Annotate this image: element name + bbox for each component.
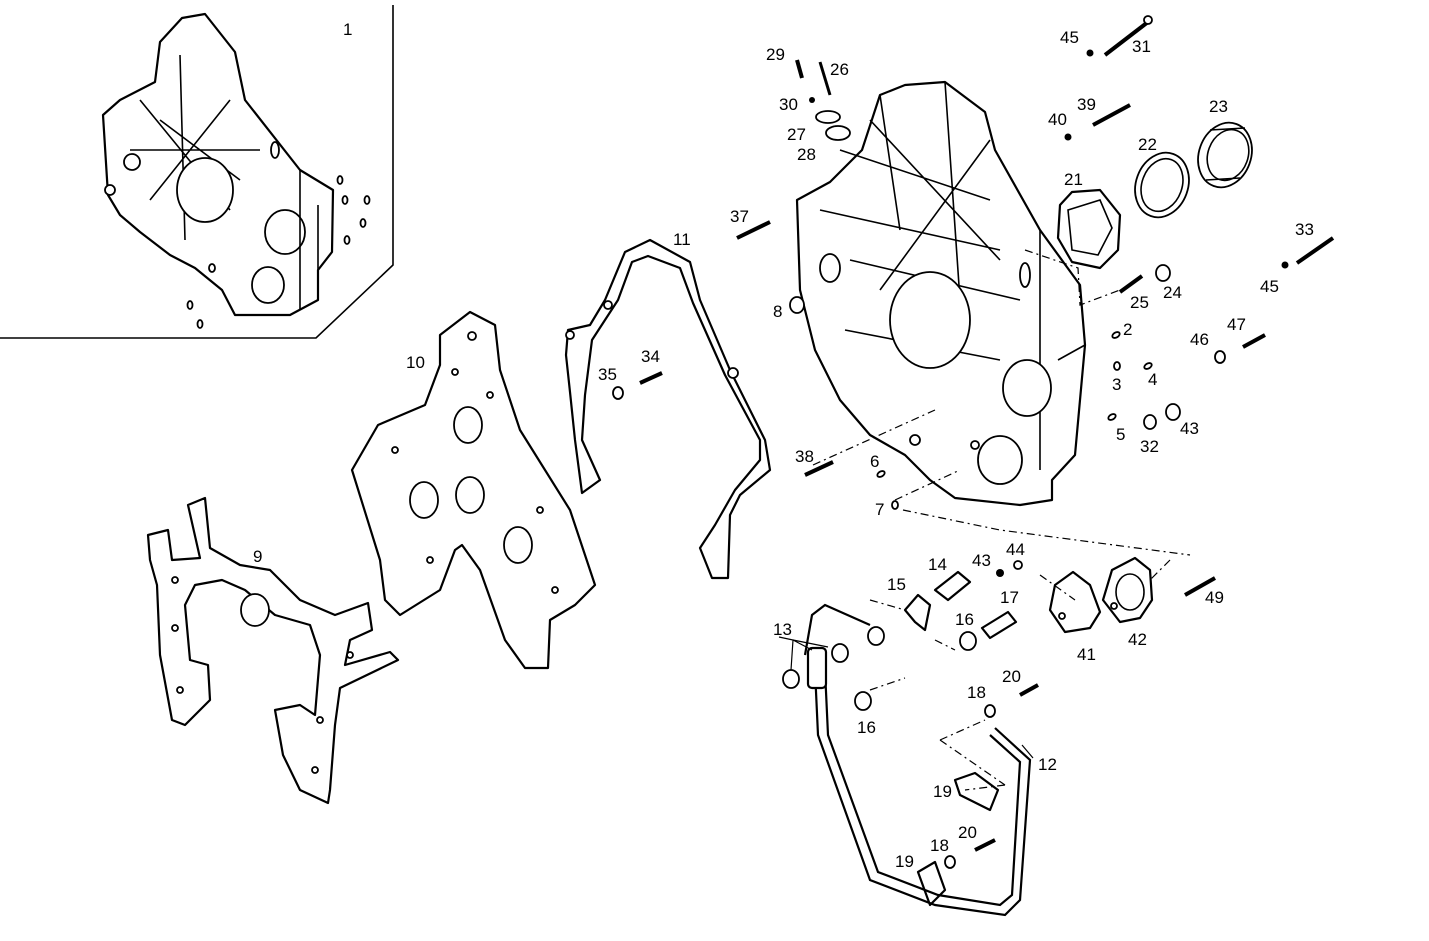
label-31: 31 — [1132, 37, 1151, 56]
label-23: 23 — [1209, 97, 1228, 116]
label-17: 17 — [1000, 588, 1019, 607]
gasket-42 — [1101, 556, 1154, 624]
label-8: 8 — [773, 302, 782, 321]
label-26: 26 — [830, 60, 849, 79]
label-14: 14 — [928, 555, 947, 574]
label-45b: 45 — [1260, 277, 1279, 296]
label-44: 44 — [1006, 540, 1025, 559]
label-33: 33 — [1295, 220, 1314, 239]
leaders — [778, 636, 1034, 759]
label-5: 5 — [1116, 425, 1125, 444]
label-6: 6 — [870, 452, 879, 471]
label-20a: 20 — [1002, 667, 1021, 686]
label-43b: 43 — [972, 551, 991, 570]
label-9: 9 — [253, 547, 262, 566]
label-16b: 16 — [857, 718, 876, 737]
label-42: 42 — [1128, 630, 1147, 649]
label-37: 37 — [730, 207, 749, 226]
label-24: 24 — [1163, 283, 1182, 302]
label-19a: 19 — [933, 782, 952, 801]
item-labels: 1 2 3 4 5 6 7 8 9 10 11 12 13 14 15 16 1… — [253, 20, 1314, 871]
label-32: 32 — [1140, 437, 1159, 456]
label-20b: 20 — [958, 823, 977, 842]
label-10: 10 — [406, 353, 425, 372]
label-21: 21 — [1064, 170, 1083, 189]
label-39: 39 — [1077, 95, 1096, 114]
label-29: 29 — [766, 45, 785, 64]
label-46: 46 — [1190, 330, 1209, 349]
inset-housing — [101, 12, 335, 317]
cover-41 — [1048, 570, 1102, 634]
label-1: 1 — [343, 20, 352, 39]
seal-23 — [1197, 121, 1253, 189]
label-12: 12 — [1038, 755, 1057, 774]
label-30: 30 — [779, 95, 798, 114]
label-13: 13 — [773, 620, 792, 639]
label-2: 2 — [1123, 320, 1132, 339]
label-35: 35 — [598, 365, 617, 384]
label-16a: 16 — [955, 610, 974, 629]
pipe-12 — [803, 603, 1032, 917]
label-34: 34 — [641, 347, 660, 366]
label-7: 7 — [875, 500, 884, 519]
plate-10 — [350, 310, 597, 670]
label-15: 15 — [887, 575, 906, 594]
gasket-9 — [146, 496, 400, 805]
label-28: 28 — [797, 145, 816, 164]
label-38: 38 — [795, 447, 814, 466]
label-45a: 45 — [1060, 28, 1079, 47]
cover-21 — [1056, 188, 1122, 270]
label-3: 3 — [1112, 375, 1121, 394]
label-49: 49 — [1205, 588, 1224, 607]
gasket-11 — [564, 238, 772, 580]
label-18b: 18 — [930, 836, 949, 855]
label-19b: 19 — [895, 852, 914, 871]
label-27: 27 — [787, 125, 806, 144]
label-25: 25 — [1130, 293, 1149, 312]
label-47: 47 — [1227, 315, 1246, 334]
label-11: 11 — [673, 230, 691, 249]
main-housing — [795, 80, 1087, 507]
alignment-lines — [812, 249, 1191, 791]
inset-small-parts — [186, 175, 371, 329]
seal-22 — [1134, 151, 1190, 219]
label-41: 41 — [1077, 645, 1096, 664]
label-18a: 18 — [967, 683, 986, 702]
label-22: 22 — [1138, 135, 1157, 154]
label-4: 4 — [1148, 370, 1157, 389]
label-43a: 43 — [1180, 419, 1199, 438]
inset-frame — [0, 5, 394, 339]
label-40: 40 — [1048, 110, 1067, 129]
